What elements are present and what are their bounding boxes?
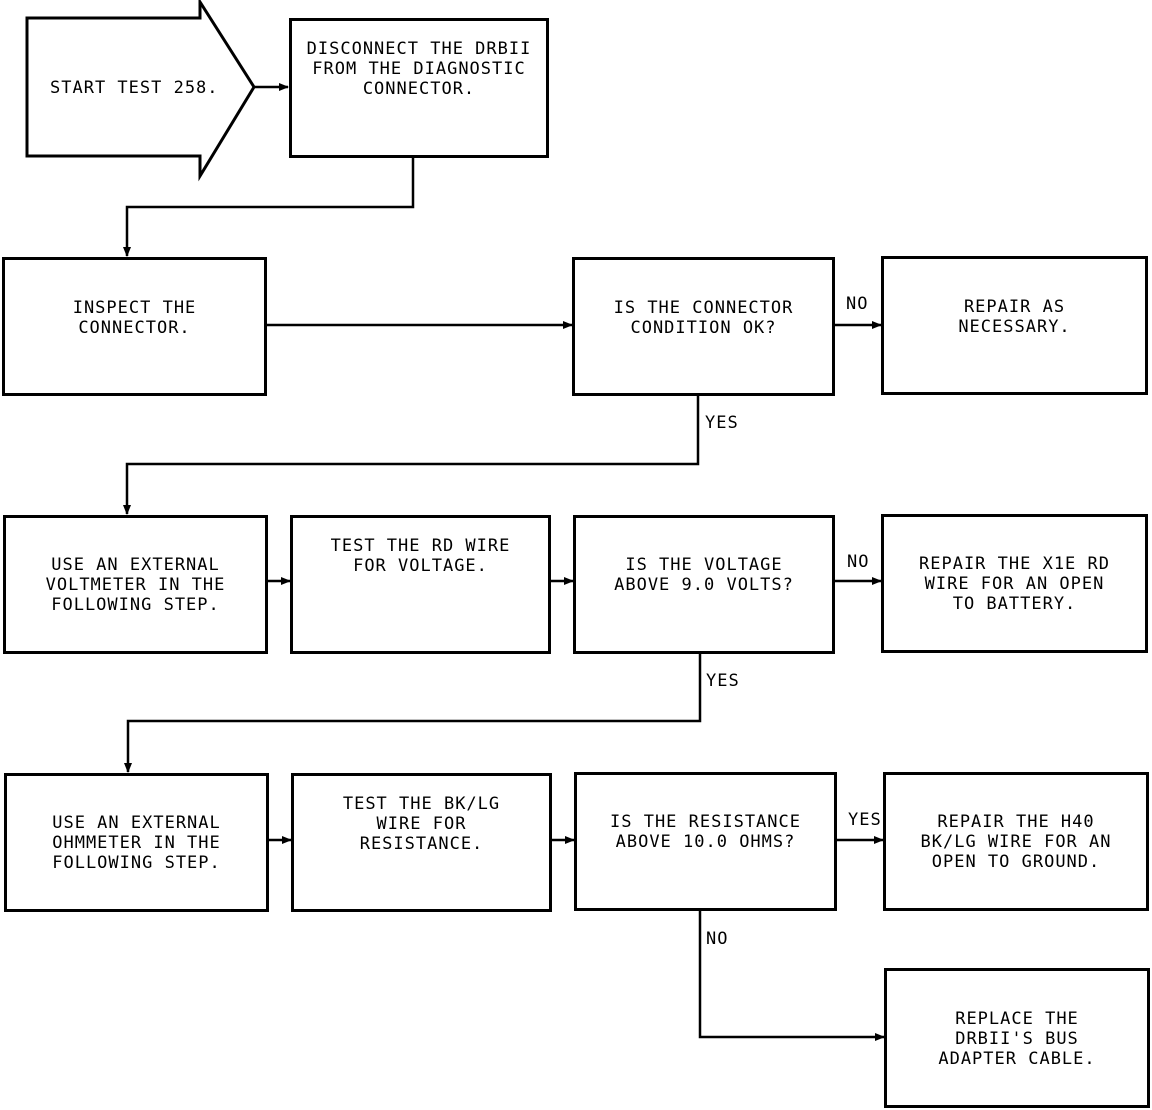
node-resistance-above: IS THE RESISTANCE ABOVE 10.0 OHMS? bbox=[574, 772, 837, 911]
node-condition-ok-text: IS THE CONNECTOR CONDITION OK? bbox=[613, 298, 794, 338]
node-voltage-above-text: IS THE VOLTAGE ABOVE 9.0 VOLTS? bbox=[614, 555, 794, 595]
edge-label-voltage-yes: YES bbox=[706, 671, 740, 691]
node-repair-necessary: REPAIR AS NECESSARY. bbox=[881, 256, 1148, 395]
node-repair-h40: REPAIR THE H40 BK/LG WIRE FOR AN OPEN TO… bbox=[883, 772, 1149, 911]
node-repair-x1e-text: REPAIR THE X1E RD WIRE FOR AN OPEN TO BA… bbox=[919, 554, 1110, 614]
node-repair-necessary-text: REPAIR AS NECESSARY. bbox=[958, 297, 1071, 337]
node-condition-ok: IS THE CONNECTOR CONDITION OK? bbox=[572, 257, 835, 396]
node-repair-h40-text: REPAIR THE H40 BK/LG WIRE FOR AN OPEN TO… bbox=[920, 812, 1112, 872]
node-repair-x1e: REPAIR THE X1E RD WIRE FOR AN OPEN TO BA… bbox=[881, 514, 1148, 653]
node-resistance-above-text: IS THE RESISTANCE ABOVE 10.0 OHMS? bbox=[610, 812, 801, 852]
edge-condition-voltmeter bbox=[123, 395, 700, 515]
edge-disconnect-inspect bbox=[123, 157, 415, 257]
edge-label-resistance-no: NO bbox=[706, 929, 729, 949]
node-use-voltmeter: USE AN EXTERNAL VOLTMETER IN THE FOLLOWI… bbox=[3, 515, 268, 654]
node-disconnect-text: DISCONNECT THE DRBII FROM THE DIAGNOSTIC… bbox=[306, 39, 532, 99]
node-replace-cable: REPLACE THE DRBII'S BUS ADAPTER CABLE. bbox=[884, 968, 1150, 1108]
node-use-ohmmeter-text: USE AN EXTERNAL OHMMETER IN THE FOLLOWIN… bbox=[52, 813, 221, 873]
node-voltage-above: IS THE VOLTAGE ABOVE 9.0 VOLTS? bbox=[573, 515, 835, 654]
node-inspect-text: INSPECT THE CONNECTOR. bbox=[72, 298, 197, 338]
node-test-bklg-text: TEST THE BK/LG WIRE FOR RESISTANCE. bbox=[342, 794, 501, 854]
node-replace-cable-text: REPLACE THE DRBII'S BUS ADAPTER CABLE. bbox=[938, 1009, 1096, 1069]
node-test-rd-wire: TEST THE RD WIRE FOR VOLTAGE. bbox=[290, 515, 551, 654]
node-test-rd-wire-text: TEST THE RD WIRE FOR VOLTAGE. bbox=[330, 536, 511, 576]
node-disconnect: DISCONNECT THE DRBII FROM THE DIAGNOSTIC… bbox=[289, 18, 549, 158]
edge-label-resistance-yes: YES bbox=[848, 810, 882, 830]
node-use-voltmeter-text: USE AN EXTERNAL VOLTMETER IN THE FOLLOWI… bbox=[45, 555, 226, 615]
node-use-ohmmeter: USE AN EXTERNAL OHMMETER IN THE FOLLOWIN… bbox=[4, 773, 269, 912]
start-arrow-shape bbox=[25, 0, 256, 182]
edge-voltage-ohmmeter bbox=[124, 653, 702, 773]
edge-resistance-replace bbox=[698, 911, 885, 1041]
edge-label-condition-yes: YES bbox=[705, 413, 739, 433]
edge-label-condition-no: NO bbox=[846, 294, 869, 314]
node-inspect: INSPECT THE CONNECTOR. bbox=[2, 257, 267, 396]
edge-label-voltage-no: NO bbox=[847, 552, 870, 572]
start-label: START TEST 258. bbox=[50, 78, 219, 98]
node-test-bklg: TEST THE BK/LG WIRE FOR RESISTANCE. bbox=[291, 773, 552, 912]
